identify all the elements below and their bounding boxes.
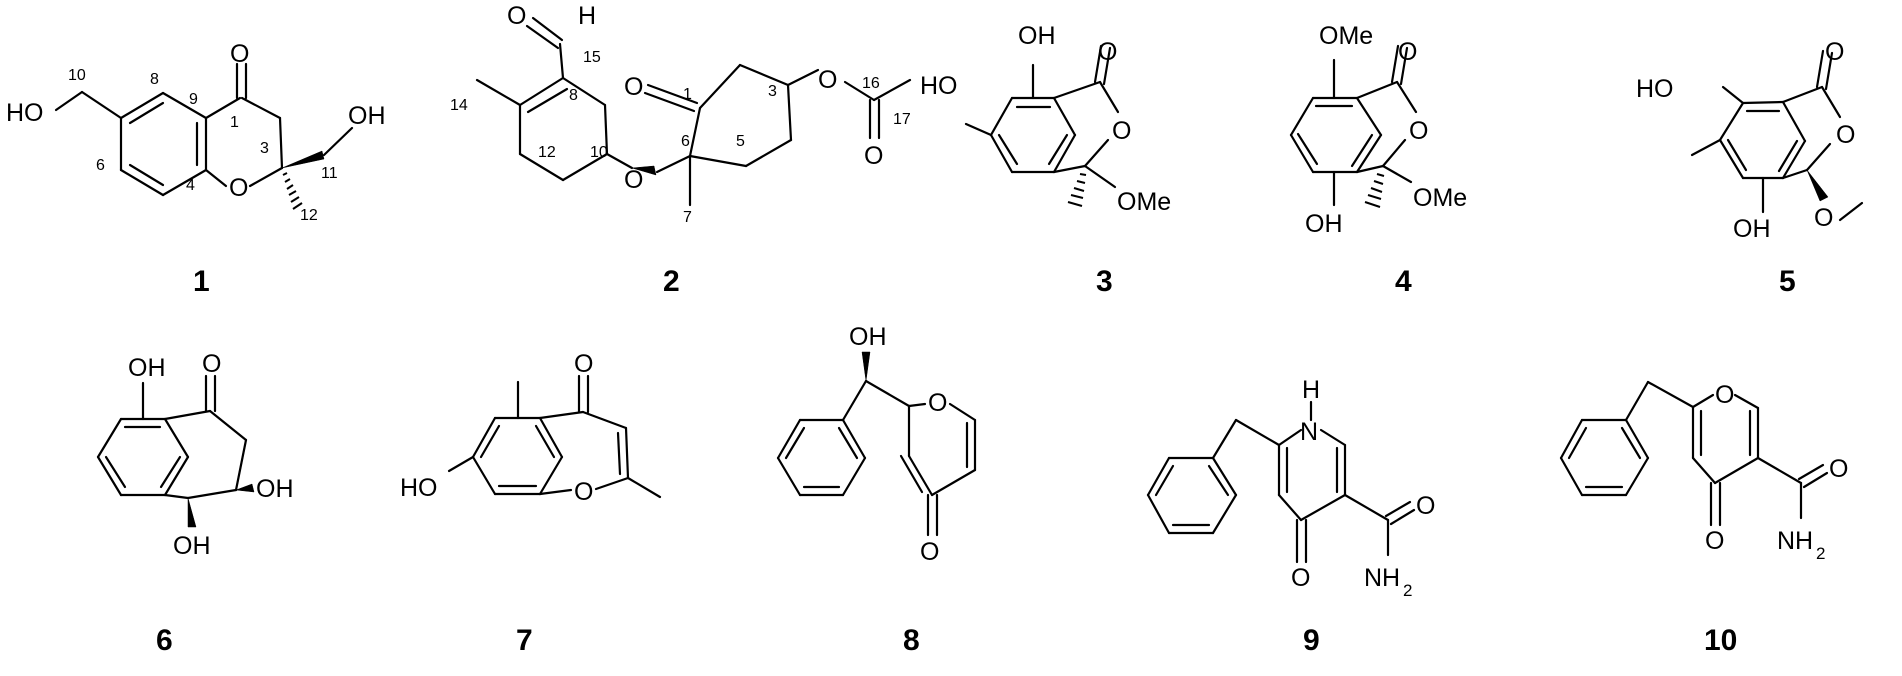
compound-6-label: 6 (156, 624, 173, 657)
compound-5-atom-2: O (1836, 121, 1855, 149)
compound-3-structure (964, 44, 1120, 207)
compound-8-structure (776, 351, 977, 537)
compound-5-atom-4: O (1814, 204, 1833, 232)
compound-6-atom-0: OH (128, 354, 166, 382)
compound-2-number-5: 1 (683, 86, 692, 103)
compound-3-atom-3: O (1112, 117, 1131, 145)
compound-7-atom-0: O (574, 350, 593, 378)
compound-4-atom-4: OMe (1413, 184, 1467, 212)
compound-7-label: 7 (516, 624, 533, 657)
compound-8-atom-1: O (928, 389, 947, 417)
compound-6-atom-3: OH (173, 532, 211, 560)
compound-3-label: 3 (1096, 265, 1113, 298)
compound-4-structure (1289, 44, 1418, 208)
compound-10-structure (1559, 380, 1829, 527)
compound-1-atom-2: OH (348, 102, 386, 130)
compound-2-structure (475, 16, 912, 207)
compound-10-atom-4: 2 (1816, 544, 1825, 563)
compound-2-number-2: 14 (450, 97, 468, 114)
compound-2-number-3: 12 (538, 144, 556, 161)
compound-1-atom-1: HO (6, 99, 44, 127)
compound-8-atom-0: OH (849, 323, 887, 351)
compound-2-number-10: 16 (862, 75, 880, 92)
compound-3-atom-2: O (1098, 38, 1117, 66)
compound-2-number-4: 10 (590, 144, 608, 161)
compound-5-structure (1690, 49, 1864, 222)
compound-8-label: 8 (903, 624, 920, 657)
compound-2-number-6: 6 (681, 133, 690, 150)
compound-5-atom-3: OH (1733, 215, 1771, 243)
compound-6-atom-1: O (202, 350, 221, 378)
compound-1-number-4: 6 (96, 157, 105, 174)
compound-2-number-1: 8 (569, 87, 578, 104)
compound-5-atom-1: HO (1636, 75, 1674, 103)
compound-1-number-3: 1 (230, 114, 239, 131)
compound-3-atom-4: OMe (1117, 188, 1171, 216)
compound-8-atom-2: O (920, 538, 939, 566)
compound-7-structure (447, 374, 662, 499)
compound-4-atom-0: OMe (1319, 22, 1373, 50)
compound-6-structure (96, 374, 255, 528)
compound-1-number-0: 10 (68, 67, 86, 84)
compound-5-label: 5 (1779, 265, 1796, 298)
compound-9-atom-2: O (1291, 564, 1310, 592)
compound-1-number-5: 4 (186, 177, 195, 194)
compound-5-atom-0: O (1825, 38, 1844, 66)
compound-1-number-7: 11 (321, 165, 338, 182)
compound-3-atom-0: OH (1018, 22, 1056, 50)
compound-1-structure (54, 62, 354, 210)
compound-9-structure (1146, 400, 1416, 564)
compound-1-label: 1 (193, 265, 210, 298)
compound-2-atom-0: O (507, 2, 526, 30)
compound-9-atom-0: H (1302, 376, 1320, 404)
compound-1-number-1: 8 (150, 71, 159, 88)
compound-7-atom-2: O (574, 478, 593, 506)
compound-10-atom-0: O (1715, 381, 1734, 409)
compound-9-atom-1: N (1300, 418, 1318, 446)
compound-4-atom-1: O (1398, 38, 1417, 66)
compound-9-atom-5: 2 (1403, 581, 1412, 600)
compound-1-number-8: 12 (300, 207, 318, 224)
compound-10-label: 10 (1704, 624, 1737, 657)
compound-1-number-2: 9 (189, 91, 198, 108)
compound-2-number-0: 15 (583, 49, 601, 66)
compound-2-number-8: 5 (736, 133, 745, 150)
compound-9-label: 9 (1303, 624, 1320, 657)
compound-3-atom-1: HO (920, 72, 958, 100)
compound-7-atom-1: HO (400, 474, 438, 502)
compound-1-atom-3: O (229, 174, 248, 202)
compound-4-label: 4 (1395, 265, 1412, 298)
compound-2-number-7: 3 (768, 83, 777, 100)
compound-4-atom-3: OH (1305, 210, 1343, 238)
compound-1-number-6: 3 (260, 140, 269, 157)
compound-6-atom-2: OH (256, 475, 294, 503)
compound-2-atom-4: O (818, 66, 837, 94)
compound-2-atom-2: O (624, 166, 643, 194)
compound-2-number-11: 17 (893, 111, 911, 128)
compound-2-number-9: 7 (683, 209, 692, 226)
compound-10-atom-2: O (1829, 455, 1848, 483)
compound-10-atom-3: NH (1777, 527, 1813, 555)
compound-2-atom-5: O (864, 142, 883, 170)
compound-2-label: 2 (663, 265, 680, 298)
compound-2-atom-3: O (624, 73, 643, 101)
compound-2-atom-1: H (578, 2, 596, 30)
compound-10-atom-1: O (1705, 527, 1724, 555)
compound-9-atom-3: O (1416, 492, 1435, 520)
compound-1-atom-0: O (230, 40, 249, 68)
compound-9-atom-4: NH (1364, 564, 1400, 592)
compound-4-atom-2: O (1409, 117, 1428, 145)
